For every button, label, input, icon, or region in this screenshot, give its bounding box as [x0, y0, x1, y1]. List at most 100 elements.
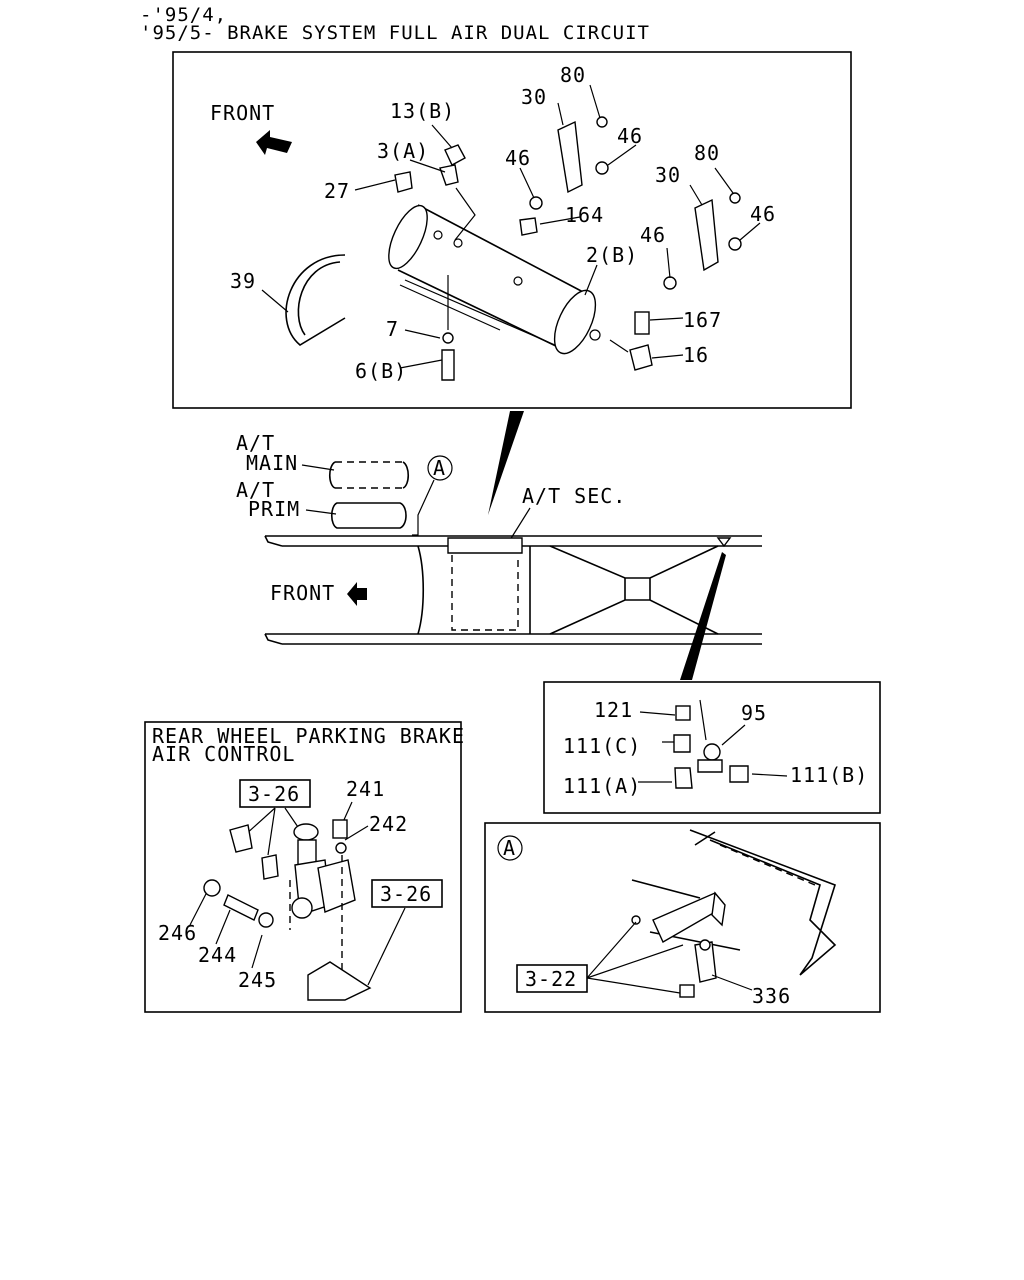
- header-line-1: -'95/4,: [140, 4, 228, 26]
- ref-3-26-top: [239, 779, 311, 808]
- ref-a-circle-detail: [497, 835, 523, 861]
- label-46-a: 46: [505, 146, 531, 170]
- ref-3-22-text: 3-22: [525, 967, 577, 991]
- ref-a-circle-chassis: [427, 455, 453, 481]
- x-cross-member: [549, 545, 719, 635]
- bracket-30-right: [694, 198, 719, 272]
- label-245: 245: [238, 968, 277, 992]
- label-80-right: 80: [694, 141, 720, 165]
- label-167: 167: [683, 308, 722, 332]
- label-39: 39: [230, 269, 256, 293]
- washer-7: [442, 332, 454, 344]
- label-46-c: 46: [640, 223, 666, 247]
- label-111b: 111(B): [790, 763, 868, 787]
- bolt-80-left: [596, 116, 608, 128]
- parking-brake-panel: REAR WHEEL PARKING BRAKE AIR CONTROL 3-2…: [144, 721, 465, 1013]
- nut-246: [203, 879, 221, 897]
- valve-cap: [699, 939, 711, 951]
- nut-46-a: [529, 196, 543, 210]
- label-3a: 3(A): [377, 139, 429, 163]
- front-label-chassis: FRONT: [270, 581, 335, 605]
- mount-plate: [307, 961, 372, 1001]
- label-80-left: 80: [560, 63, 586, 87]
- fitting-panel-frame: [543, 681, 881, 814]
- label-246: 246: [158, 921, 197, 945]
- air-tank-panel: FRONT: [172, 51, 852, 409]
- fitting-13b: [444, 144, 466, 166]
- label-30-left: 30: [521, 85, 547, 109]
- washer-242: [335, 842, 347, 854]
- label-336: 336: [752, 984, 791, 1008]
- fitting-marker: [716, 537, 732, 548]
- label-121: 121: [594, 698, 633, 722]
- fitting-164: [519, 217, 538, 236]
- bolt-121: [675, 705, 691, 721]
- fitting-3a: [439, 164, 459, 186]
- nut-46-b: [595, 161, 609, 175]
- tank-strap: [285, 254, 346, 346]
- strap-band: [399, 279, 556, 346]
- bolt-hole: [631, 915, 641, 925]
- bolt-80-right: [729, 192, 741, 204]
- front-label-top: FRONT: [210, 101, 275, 125]
- at-main-label-1: A/T: [236, 431, 275, 455]
- at-sec-tank-top: [447, 537, 523, 554]
- label-46-b: 46: [617, 124, 643, 148]
- callout-wedge-top: [488, 411, 524, 515]
- at-sec-label: A/T SEC.: [522, 484, 626, 508]
- valve-port: [291, 897, 313, 919]
- fitting-16: [629, 344, 653, 371]
- bolt-241: [332, 819, 348, 839]
- cross-member-front: [417, 545, 425, 635]
- drain-valve-6b: [441, 349, 455, 381]
- parking-title-2: AIR CONTROL: [152, 742, 295, 766]
- parking-title-1: REAR WHEEL PARKING BRAKE: [152, 724, 465, 748]
- label-95: 95: [741, 701, 767, 725]
- bracket-30-left: [557, 120, 583, 194]
- detail-a-panel: A 3-22 336: [484, 822, 881, 1013]
- front-arrow-icon: [256, 130, 292, 155]
- label-30-right: 30: [655, 163, 681, 187]
- label-6b: 6(B): [355, 359, 407, 383]
- nut-245: [258, 912, 274, 928]
- ref-a-chassis: A: [433, 456, 446, 480]
- nut-46-c: [663, 276, 677, 290]
- ref-3-26-right: [371, 879, 443, 908]
- label-242: 242: [369, 812, 408, 836]
- label-2b: 2(B): [586, 243, 638, 267]
- label-16: 16: [683, 343, 709, 367]
- diagram-title: '95/5- BRAKE SYSTEM FULL AIR DUAL CIRCUI…: [140, 22, 650, 44]
- tee-body: [697, 759, 723, 773]
- at-main-label-2: MAIN: [246, 451, 298, 475]
- label-7: 7: [386, 317, 399, 341]
- parking-brake-panel-frame: [144, 721, 462, 1013]
- callout-wedge-bottom: [680, 552, 726, 680]
- fitting-111b: [729, 765, 749, 783]
- at-prim-label-2: PRIM: [248, 497, 300, 521]
- fitting-111c: [673, 734, 691, 753]
- ref-a-detail: A: [503, 836, 516, 860]
- frame-beam-hidden: [719, 844, 816, 886]
- ref-3-26-top-text: 3-26: [248, 782, 300, 806]
- label-27: 27: [324, 179, 350, 203]
- connector-95: [703, 743, 721, 761]
- label-13b: 13(B): [390, 99, 455, 123]
- frame-rail-bottom: [264, 633, 762, 645]
- frame-beam: [689, 829, 837, 976]
- label-164: 164: [565, 203, 604, 227]
- bracket-arm: [652, 892, 723, 943]
- valve-167: [634, 311, 650, 335]
- detail-a-panel-frame: [484, 822, 881, 1013]
- valve-bracket: [317, 859, 356, 913]
- fitting-111a: [674, 767, 693, 789]
- elbow-fitting-mid: [261, 854, 279, 880]
- tank-strap-inner: [297, 261, 341, 336]
- hoses: [447, 187, 629, 353]
- elbow-fitting-left: [229, 824, 253, 853]
- at-prim-label-1: A/T: [236, 478, 275, 502]
- at-sec-tank: [451, 555, 519, 631]
- label-241: 241: [346, 777, 385, 801]
- label-244: 244: [198, 943, 237, 967]
- fitting-panel: 121 95 111(C) 111(A) 111(B): [543, 681, 881, 814]
